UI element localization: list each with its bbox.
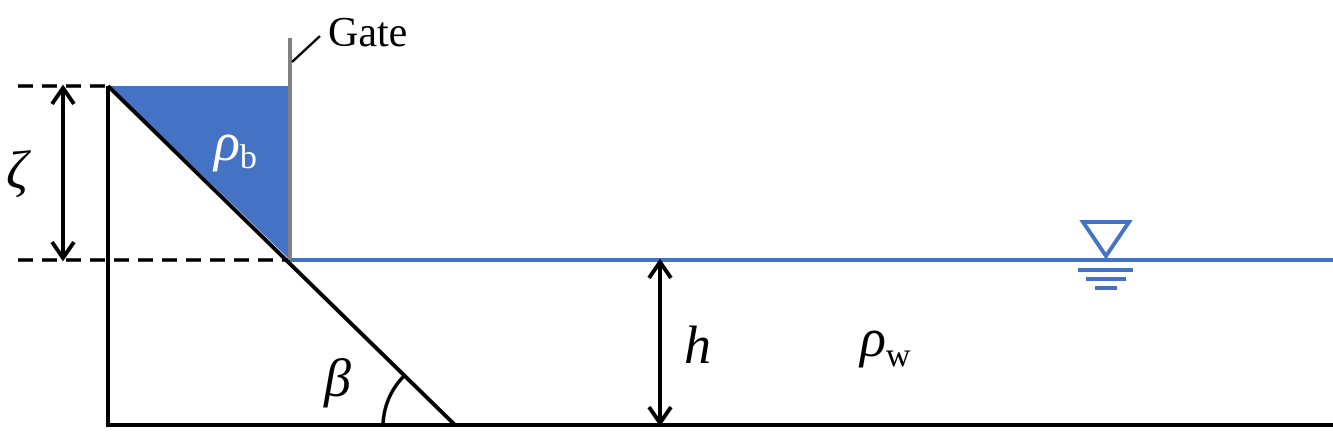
zeta-label: ζ: [6, 140, 31, 200]
zeta-arrow-head-top: [50, 84, 76, 106]
beta-label: β: [323, 348, 351, 408]
h-arrow-head-top: [647, 258, 673, 280]
zeta-arrow-head-bottom: [50, 240, 76, 262]
gate-label: Gate: [328, 10, 407, 56]
free-surface-symbol-icon: [1079, 220, 1133, 260]
h-arrow-head-bottom: [647, 405, 673, 427]
sloping-boundary: [106, 84, 457, 427]
beta-angle-arc: [381, 374, 406, 426]
h-label: h: [684, 315, 711, 375]
rho-b-label: ρb: [212, 112, 257, 176]
gate-leader-line: [291, 35, 321, 63]
rho-w-label: ρw: [858, 308, 911, 374]
